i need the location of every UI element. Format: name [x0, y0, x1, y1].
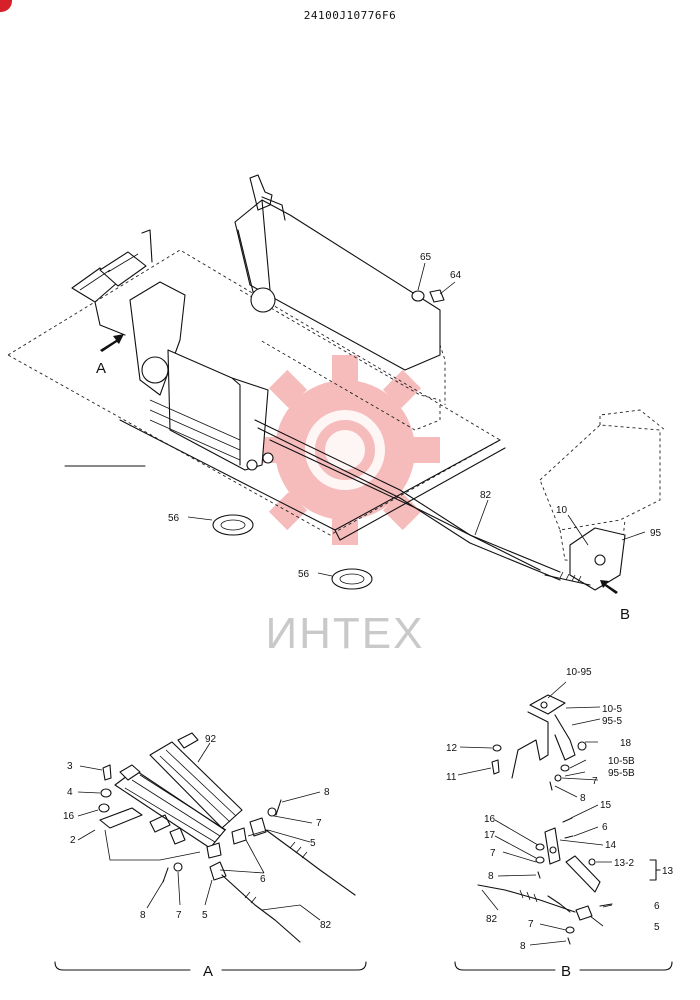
callout-label: 12: [446, 743, 458, 754]
callout-label: 92: [205, 734, 217, 745]
callout-label: 18: [620, 738, 632, 749]
callout-label: 95-5B: [608, 768, 635, 779]
callout-label: 10-95: [566, 667, 592, 678]
callout-label: 82: [480, 490, 492, 501]
main-assembly-view: 65 64 56 56 82 10 95 A B: [7, 174, 666, 623]
callout-label: 16: [63, 811, 75, 822]
callout-label: 15: [600, 800, 612, 811]
callout-label: 2: [70, 835, 76, 846]
callout-label: 13-2: [614, 858, 634, 869]
callout-label: 17: [484, 830, 496, 841]
callout-label: 10: [556, 505, 568, 516]
callout-label: 64: [450, 270, 462, 281]
callout-label: 7: [316, 818, 322, 829]
page-title: 24100J10776F6: [303, 9, 397, 22]
callout-label: 6: [260, 874, 266, 885]
callout-label: 5: [310, 838, 316, 849]
watermark: [250, 355, 440, 545]
callout-label: 95: [650, 528, 662, 539]
callout-label: 10-5: [602, 704, 622, 715]
callout-label: 14: [605, 840, 617, 851]
watermark-text: ИНТЕХ: [266, 609, 425, 658]
callout-label: 82: [320, 920, 332, 931]
detail-b-view: 10-95 10-5 95-5 12 18 11 10-5B 95-5B 7 8…: [446, 667, 674, 980]
callout-label: 7: [176, 910, 182, 921]
view-marker-b: B: [620, 606, 630, 623]
callout-label: 6: [654, 901, 660, 912]
callout-label: 8: [520, 941, 526, 952]
view-marker-a: A: [96, 360, 106, 377]
callout-label: 8: [324, 787, 330, 798]
callout-label: 95-5: [602, 716, 622, 727]
callout-label: 8: [488, 871, 494, 882]
callout-label: 13: [662, 866, 674, 877]
callout-label: 10-5B: [608, 756, 635, 767]
callout-label: 56: [298, 569, 310, 580]
callout-label: 8: [140, 910, 146, 921]
callout-label: 82: [486, 914, 498, 925]
detail-a-title: A: [203, 963, 213, 980]
callout-label: 4: [67, 787, 73, 798]
callout-label: 11: [446, 772, 457, 783]
callout-label: 3: [67, 761, 73, 772]
callout-label: 5: [654, 922, 660, 933]
callout-label: 6: [602, 822, 608, 833]
callout-label: 56: [168, 513, 180, 524]
callout-label: 5: [202, 910, 208, 921]
callout-label: 7: [592, 776, 598, 787]
callout-label: 7: [490, 848, 496, 859]
callout-label: 7: [528, 919, 534, 930]
detail-b-title: B: [561, 963, 571, 980]
callout-label: 16: [484, 814, 496, 825]
callout-label: 8: [580, 793, 586, 804]
callout-label: 65: [420, 252, 432, 263]
detail-a-view: 3 4 16 2 92 8 7 5 6 8 7 5 82 A: [54, 732, 367, 980]
